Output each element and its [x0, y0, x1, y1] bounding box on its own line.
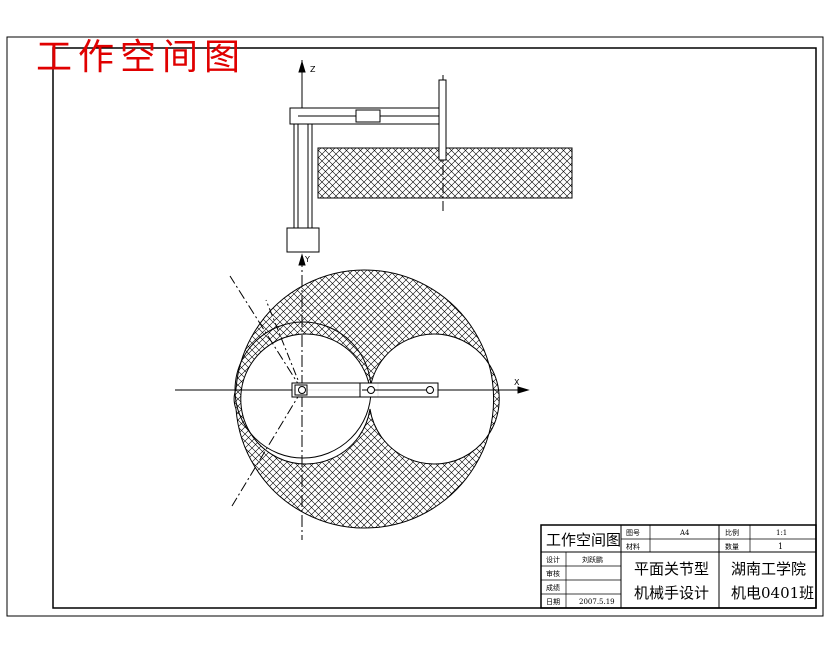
tb-school: 湖南工学院 [731, 560, 806, 578]
elevation-wrist [438, 79, 447, 161]
plan-view [175, 253, 530, 540]
tb-value-designer: 刘跃鹏 [582, 555, 603, 564]
tb-drawing-name: 工作空间图 [546, 531, 621, 549]
y-axis-label: Y [304, 255, 310, 264]
tb-project-line1: 平面关节型 [634, 560, 709, 578]
tb-project-line2: 机械手设计 [634, 584, 709, 602]
z-axis-label: Z [310, 65, 316, 74]
tb-label-review: 审核 [546, 569, 560, 578]
plan-workspace-hatch [233, 269, 500, 529]
tb-label-material: 材料 [626, 542, 640, 551]
title-block [540, 524, 817, 609]
outer-border [6, 36, 824, 617]
x-axis-label: X [514, 378, 520, 387]
tb-value-scale: 1:1 [776, 529, 787, 537]
tb-value-quantity: 1 [778, 542, 783, 551]
tb-label-sheet: 图号 [626, 529, 640, 537]
tb-value-sheet: A4 [679, 529, 690, 537]
tb-label-grade: 成绩 [546, 583, 560, 592]
tb-label-scale: 比例 [725, 528, 739, 537]
elevation-view [286, 60, 573, 253]
elevation-base [286, 227, 320, 253]
inner-border [52, 47, 817, 609]
tb-label-date: 日期 [546, 598, 560, 606]
tb-class: 机电0401班 [731, 584, 814, 602]
title-block-text: 工作空间图 图号 材料 A4 比例 数量 1:1 1 设计 刘跃鹏 审核 成绩 … [546, 528, 814, 606]
tb-label-design: 设计 [546, 555, 560, 564]
elevation-column [293, 107, 313, 231]
tb-label-quantity: 数量 [725, 542, 739, 551]
sheet-title: 工作空间图 [36, 37, 247, 78]
tb-value-date: 2007.5.19 [579, 598, 615, 606]
